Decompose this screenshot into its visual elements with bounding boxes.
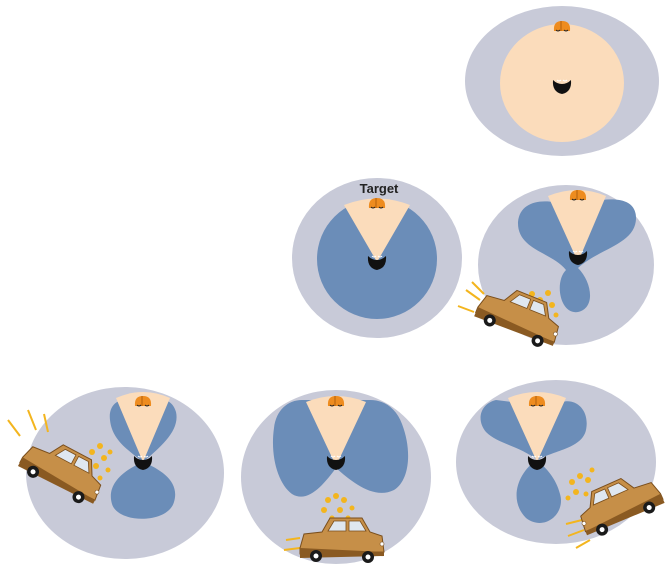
panel-car-lower-left <box>457 185 654 353</box>
attention-cone <box>548 190 606 262</box>
motion-lines-icon <box>457 281 485 313</box>
attention-cone <box>344 198 410 262</box>
exhaust-dots-icon <box>565 467 595 501</box>
attention-cone <box>116 392 170 462</box>
panel-car-left <box>7 387 224 559</box>
panel-car-behind <box>241 390 431 564</box>
exhaust-dots-icon <box>89 443 113 481</box>
motion-lines-icon <box>283 537 301 551</box>
panel-target: Target <box>292 178 462 338</box>
attention-cone <box>508 392 566 462</box>
skin-disc <box>500 24 624 142</box>
listening-field <box>480 400 587 523</box>
motion-lines-icon <box>7 409 49 437</box>
panel-quiet <box>465 6 659 156</box>
motion-lines-icon <box>565 519 591 549</box>
panel-car-right <box>456 380 666 549</box>
attention-cone <box>306 396 366 466</box>
target-label: Target <box>360 181 399 196</box>
